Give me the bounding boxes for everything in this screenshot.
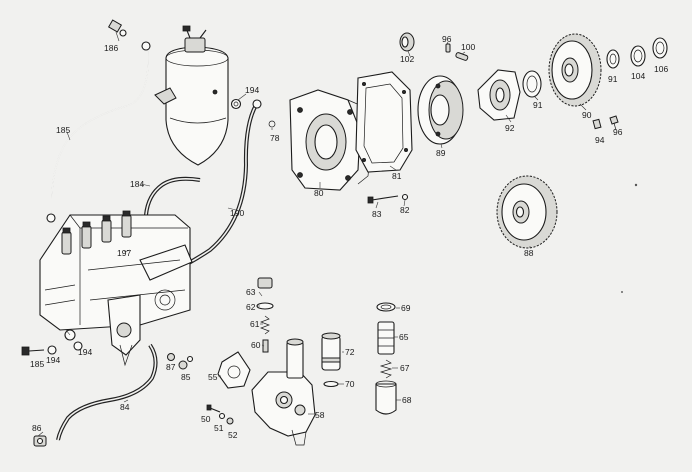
part-label-91: 91 <box>608 74 618 84</box>
part-label-84: 84 <box>120 402 130 412</box>
fuel-line-84 <box>56 343 158 441</box>
ring-91-right <box>606 49 620 69</box>
bolt-185 <box>21 346 45 356</box>
banjo-fitting-186 <box>107 19 127 37</box>
part-label-51: 51 <box>214 423 224 433</box>
flange-92 <box>477 69 521 121</box>
part-label-50: 50 <box>201 414 211 424</box>
part-label-61: 61 <box>250 319 260 329</box>
part-label-69: 69 <box>401 303 411 313</box>
part-label-62: 62 <box>246 302 256 312</box>
part-label-70: 70 <box>345 379 355 389</box>
ring-106 <box>652 37 668 59</box>
part-label-55: 55 <box>208 372 218 382</box>
part-label-67: 67 <box>400 363 410 373</box>
part-label-102: 102 <box>400 54 414 64</box>
pin-60 <box>262 339 269 353</box>
part-label-96: 96 <box>613 127 623 137</box>
part-label-72: 72 <box>345 347 355 357</box>
part-label-194: 194 <box>46 355 60 365</box>
washer-51 <box>218 412 226 420</box>
gasket-81 <box>355 71 413 173</box>
part-label-184: 184 <box>130 179 144 189</box>
washer-82 <box>401 193 409 201</box>
part-label-63: 63 <box>246 287 256 297</box>
part-labels: 186 194 185 78 80 81 102 96 100 89 92 91… <box>30 34 668 440</box>
part-label-58: 58 <box>315 410 325 420</box>
sealing-ring-194-left <box>47 345 57 355</box>
sealing-ring-194-mid <box>73 341 83 351</box>
part-label-91: 91 <box>533 100 543 110</box>
part-label-82: 82 <box>400 205 410 215</box>
seal-ring-69 <box>376 302 396 312</box>
part-label-81: 81 <box>392 171 402 181</box>
part-label-85: 85 <box>181 372 191 382</box>
timing-gear-88 <box>496 175 558 249</box>
part-label-106: 106 <box>654 64 668 74</box>
bolt-83 <box>367 195 399 204</box>
part-label-96: 96 <box>442 34 452 44</box>
part-label-185: 185 <box>30 359 44 369</box>
part-label-60: 60 <box>251 340 261 350</box>
part-label-185: 185 <box>56 125 70 135</box>
part-label-87: 87 <box>166 362 176 372</box>
timing-gear-90 <box>548 33 602 107</box>
screw-96-right <box>609 115 619 131</box>
pin-100 <box>455 52 469 61</box>
part-label-52: 52 <box>228 430 238 440</box>
part-label-104: 104 <box>631 71 645 81</box>
fitting-87 <box>167 353 175 361</box>
piston-72 <box>321 332 341 371</box>
part-label-88: 88 <box>524 248 534 258</box>
sealing-ring-194-top <box>230 98 242 110</box>
ring-78 <box>268 120 276 128</box>
part-label-90: 90 <box>582 110 592 120</box>
key-94 <box>592 118 602 130</box>
cup-68 <box>375 380 397 415</box>
ring-91-mid <box>522 70 542 98</box>
gasket-55 <box>217 351 251 389</box>
part-label-78: 78 <box>270 133 280 143</box>
part-label-68: 68 <box>402 395 412 405</box>
seal-70 <box>323 380 339 388</box>
part-label-86: 86 <box>32 423 42 433</box>
part-label-65: 65 <box>399 332 409 342</box>
pin-96-top <box>445 43 451 53</box>
nut-52 <box>226 417 234 425</box>
pump-housing-58 <box>251 338 316 446</box>
part-label-89: 89 <box>436 148 446 158</box>
banjo-bolt-86 <box>33 435 47 447</box>
injection-pump <box>39 210 193 367</box>
spring-67 <box>379 359 393 379</box>
bolt-50 <box>206 404 221 413</box>
cover-plate-80 <box>289 89 373 191</box>
ring-104 <box>630 45 646 67</box>
fitting-85 <box>178 355 194 370</box>
part-label-100: 100 <box>461 42 475 52</box>
part-label-190: 190 <box>230 208 244 218</box>
part-label-186: 186 <box>104 43 118 53</box>
plug-63 <box>257 277 273 289</box>
part-label-92: 92 <box>505 123 515 133</box>
part-label-197: 197 <box>117 248 131 258</box>
leader-lines <box>37 31 587 437</box>
part-label-194: 194 <box>245 85 259 95</box>
fuel-filter <box>154 25 229 166</box>
bushing-102 <box>399 32 415 52</box>
part-label-194: 194 <box>78 347 92 357</box>
part-label-80: 80 <box>314 188 324 198</box>
hub-disk-89 <box>417 75 464 145</box>
part-label-94: 94 <box>595 135 605 145</box>
fuel-line-185 <box>46 41 151 223</box>
spring-61 <box>260 315 270 335</box>
part-label-83: 83 <box>372 209 382 219</box>
valve-body-65 <box>377 321 395 355</box>
